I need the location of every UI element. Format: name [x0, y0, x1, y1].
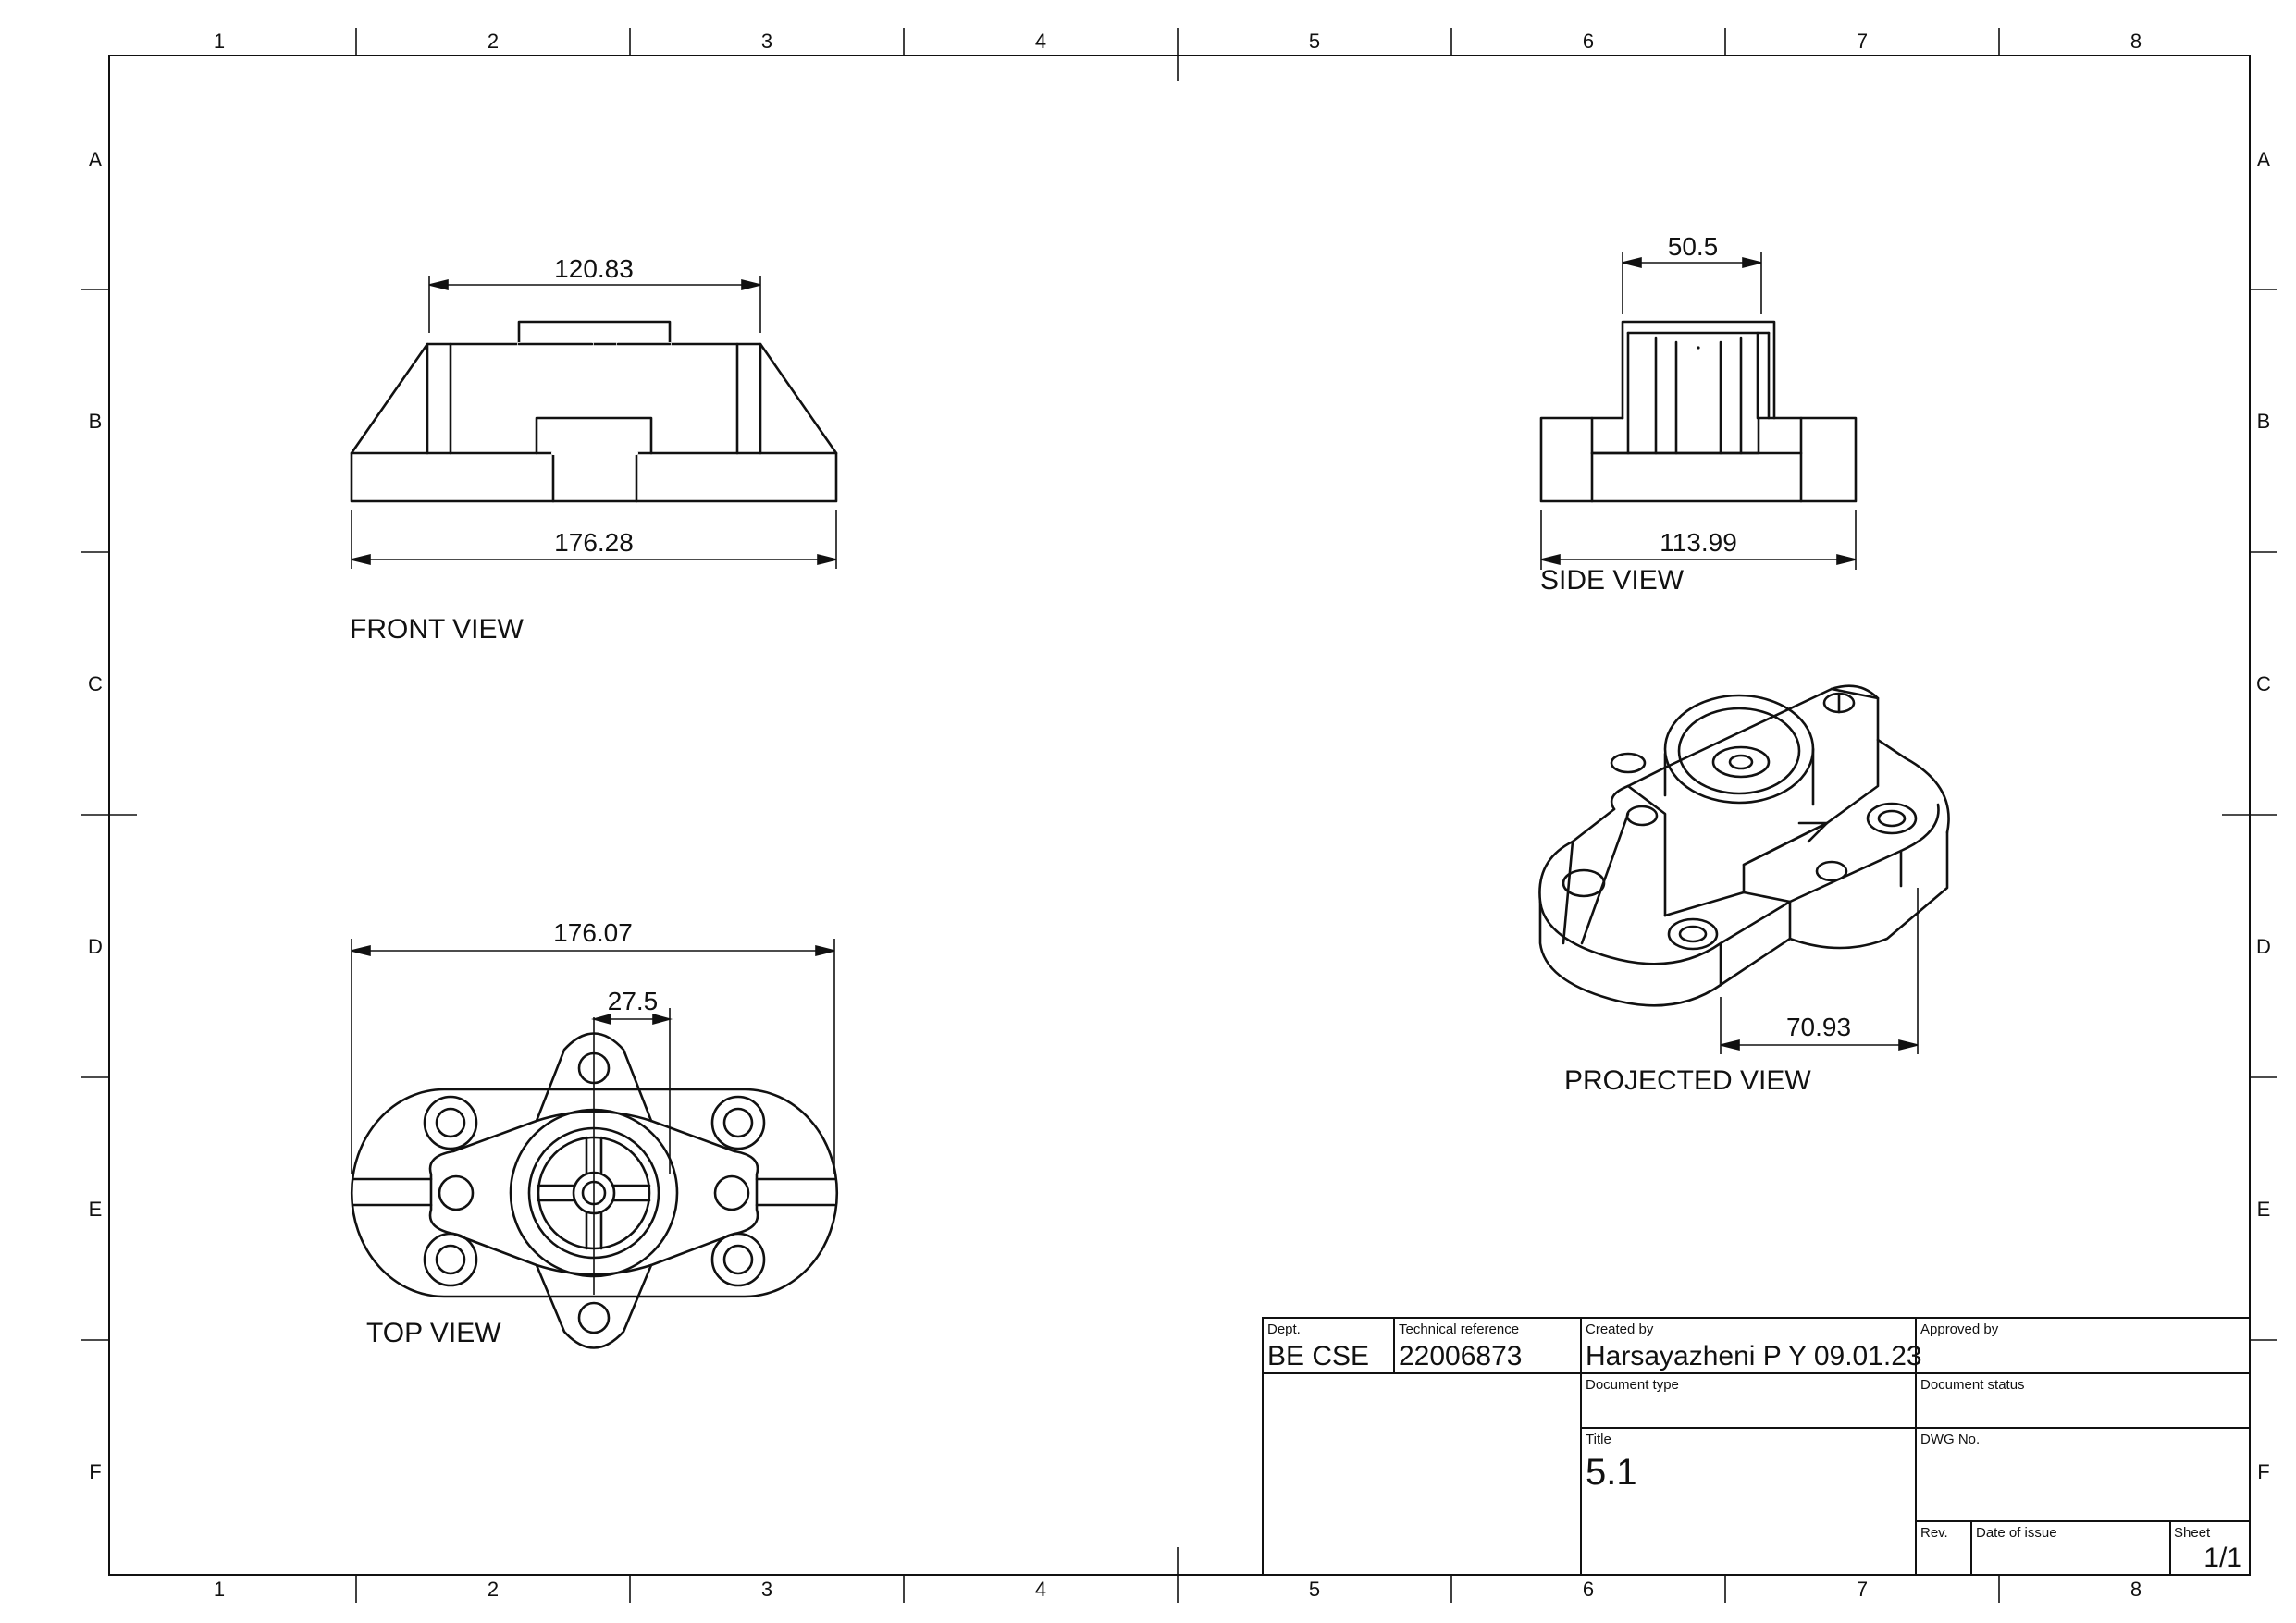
front-dim-top: 120.83: [554, 254, 634, 283]
title-label: Title: [1586, 1432, 1611, 1447]
grid-col-label: 3: [761, 1578, 772, 1601]
grid-col-label: 3: [761, 30, 772, 53]
top-view-label: TOP VIEW: [366, 1318, 501, 1348]
techref-label: Technical reference: [1399, 1322, 1519, 1337]
dwg-label: DWG No.: [1920, 1432, 1980, 1447]
projected-view-label: PROJECTED VIEW: [1564, 1065, 1811, 1096]
grid-col-label: 8: [2130, 1578, 2142, 1601]
side-view-label: SIDE VIEW: [1540, 565, 1685, 596]
docstatus-label: Document status: [1920, 1377, 2025, 1393]
techref-value: 22006873: [1399, 1341, 1522, 1371]
projected-dim: 70.93: [1786, 1013, 1851, 1041]
front-view: 120.83 176.28 FRONT VIEW: [350, 254, 838, 645]
front-view-label: FRONT VIEW: [350, 614, 524, 645]
projected-view: 70.93 PROJECTED VIEW: [1538, 684, 1950, 1096]
grid-row-label: C: [2256, 672, 2271, 695]
grid-col-label: 4: [1035, 30, 1046, 53]
dept-label: Dept.: [1267, 1322, 1301, 1337]
grid-col-label: 7: [1857, 1578, 1868, 1601]
title-value: 5.1: [1586, 1452, 1637, 1493]
front-dim-bottom: 176.28: [554, 528, 634, 557]
grid-col-label: 6: [1583, 1578, 1594, 1601]
approved-label: Approved by: [1920, 1322, 1999, 1337]
grid-row-label: A: [2257, 148, 2271, 171]
grid-row-label: F: [89, 1460, 101, 1483]
grid-col-label: 6: [1583, 30, 1594, 53]
rev-label: Rev.: [1920, 1525, 1948, 1541]
grid-row-label: D: [88, 935, 103, 958]
side-dim-bottom: 113.99: [1660, 528, 1737, 557]
grid-row-label: B: [2257, 410, 2271, 433]
date-label: Date of issue: [1976, 1525, 2057, 1541]
grid-col-label: 1: [214, 1578, 225, 1601]
top-view: 176.07 27.5 TOP VIEW: [350, 918, 839, 1349]
grid-col-label: 2: [488, 30, 499, 53]
grid-col-label: 8: [2130, 30, 2142, 53]
grid-col-label: 5: [1309, 30, 1320, 53]
title-block: Dept. BE CSE Technical reference 2200687…: [1262, 1317, 2251, 1576]
side-dim-top: 50.5: [1668, 232, 1719, 261]
created-value: Harsayazheni P Y 09.01.23: [1586, 1341, 1922, 1371]
doctype-label: Document type: [1586, 1377, 1679, 1393]
grid-row-label: C: [88, 672, 103, 695]
top-dim-width: 176.07: [553, 918, 633, 947]
side-view: 50.5 113.99 SIDE VIEW: [1539, 232, 1858, 596]
grid-col-label: 7: [1857, 30, 1868, 53]
grid-row-label: D: [2256, 935, 2271, 958]
grid-row-label: A: [89, 148, 103, 171]
top-dim-inner: 27.5: [608, 987, 659, 1015]
sheet-value: 1/1: [2203, 1543, 2242, 1573]
grid-row-label: E: [89, 1198, 103, 1221]
created-label: Created by: [1586, 1322, 1654, 1337]
grid-col-label: 1: [214, 30, 225, 53]
grid-col-label: 4: [1035, 1578, 1046, 1601]
grid-col-label: 5: [1309, 1578, 1320, 1601]
grid-row-label: B: [89, 410, 103, 433]
grid-row-label: E: [2257, 1198, 2271, 1221]
sheet-label: Sheet: [2174, 1525, 2211, 1541]
dept-value: BE CSE: [1267, 1341, 1369, 1371]
grid-col-label: 2: [488, 1578, 499, 1601]
sheet-frame: 1 2 3 4 5 6 7 8 1 2 3 4 5 6 7 8 A B C D …: [81, 28, 2277, 1603]
grid-row-label: F: [2257, 1460, 2269, 1483]
